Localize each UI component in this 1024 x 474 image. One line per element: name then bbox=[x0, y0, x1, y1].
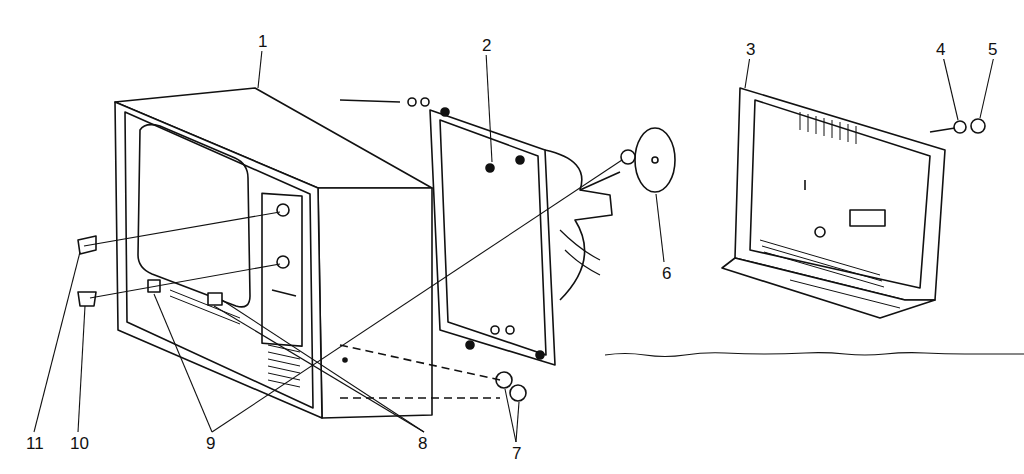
picture-tube bbox=[340, 98, 620, 365]
drawing-stroke bbox=[343, 358, 347, 362]
drawing-stroke bbox=[208, 293, 222, 305]
drawing-stroke bbox=[486, 164, 494, 172]
drawing-stroke bbox=[115, 102, 322, 418]
drawing-stroke bbox=[440, 120, 546, 355]
callout-number: 11 bbox=[24, 434, 46, 453]
drawing-stroke bbox=[621, 150, 635, 164]
drawing-stroke bbox=[816, 116, 817, 134]
callout-number: 3 bbox=[744, 40, 757, 59]
callout-number: 7 bbox=[510, 444, 523, 463]
small-parts bbox=[78, 119, 985, 401]
callout-number: 6 bbox=[660, 264, 673, 283]
drawing-stroke bbox=[656, 194, 664, 262]
drawing-stroke bbox=[212, 160, 622, 432]
drawing-stroke bbox=[268, 366, 300, 373]
drawing-stroke bbox=[824, 118, 825, 136]
callout-number: 10 bbox=[68, 434, 91, 453]
drawing-stroke bbox=[505, 389, 516, 442]
tear-line bbox=[605, 353, 1024, 357]
drawing-stroke bbox=[78, 306, 85, 432]
drawing-stroke bbox=[510, 385, 526, 401]
drawing-stroke bbox=[800, 112, 801, 130]
drawing-stroke bbox=[486, 52, 492, 162]
drawing-stroke bbox=[340, 100, 400, 102]
drawing-stroke bbox=[90, 264, 280, 298]
drawing-stroke bbox=[268, 352, 300, 359]
back-cover bbox=[722, 88, 945, 318]
drawing-stroke bbox=[808, 114, 809, 132]
drawing-stroke bbox=[441, 108, 449, 116]
drawing-stroke bbox=[318, 188, 432, 418]
drawing-stroke bbox=[804, 180, 806, 190]
drawing-stroke bbox=[262, 193, 302, 346]
drawing-stroke bbox=[340, 345, 500, 380]
callout-number: 4 bbox=[934, 40, 947, 59]
drawing-stroke bbox=[154, 294, 212, 432]
drawing-stroke bbox=[750, 100, 930, 288]
drawing-stroke bbox=[856, 126, 857, 144]
drawing-stroke bbox=[971, 119, 985, 133]
drawing-stroke bbox=[848, 124, 849, 142]
drawing-stroke bbox=[764, 252, 884, 287]
drawing-stroke bbox=[815, 227, 825, 237]
callout-number: 9 bbox=[204, 434, 217, 453]
drawing-stroke bbox=[762, 246, 882, 281]
drawing-stroke bbox=[930, 128, 955, 132]
drawing-stroke bbox=[430, 110, 555, 365]
drawing-stroke bbox=[272, 290, 296, 296]
leader-lines bbox=[34, 50, 994, 442]
drawing-stroke bbox=[850, 210, 885, 226]
drawing-stroke bbox=[268, 359, 300, 366]
drawing-stroke bbox=[466, 341, 474, 349]
cabinet bbox=[115, 88, 432, 418]
drawing-stroke bbox=[790, 280, 900, 308]
drawing-stroke bbox=[125, 112, 313, 408]
drawing-stroke bbox=[635, 128, 675, 192]
callout-number: 8 bbox=[416, 434, 429, 453]
drawing-stroke bbox=[277, 204, 289, 216]
drawing-stroke bbox=[832, 120, 833, 138]
drawing-stroke bbox=[34, 252, 80, 432]
drawing-stroke bbox=[421, 98, 429, 106]
drawing-stroke bbox=[258, 50, 262, 88]
drawing-stroke bbox=[170, 296, 240, 324]
drawing-stroke bbox=[545, 150, 612, 300]
drawing-stroke bbox=[214, 306, 424, 432]
drawing-stroke bbox=[84, 212, 280, 246]
drawing-stroke bbox=[536, 351, 544, 359]
callout-number: 1 bbox=[256, 32, 269, 51]
drawing-stroke bbox=[170, 290, 240, 318]
drawing-stroke bbox=[516, 402, 519, 442]
drawing-stroke bbox=[506, 326, 514, 334]
drawing-stroke bbox=[840, 122, 841, 140]
drawing-stroke bbox=[222, 300, 424, 432]
drawing-stroke bbox=[78, 292, 96, 306]
drawing-stroke bbox=[760, 112, 900, 308]
drawing-stroke bbox=[980, 56, 994, 118]
drawing-stroke bbox=[954, 121, 966, 133]
callout-number: 2 bbox=[480, 36, 493, 55]
drawing-stroke bbox=[516, 156, 524, 164]
drawing-stroke bbox=[408, 98, 416, 106]
drawing-stroke bbox=[943, 56, 958, 120]
drawing-stroke bbox=[722, 258, 935, 318]
drawing-stroke bbox=[340, 397, 500, 399]
drawing-stroke bbox=[491, 326, 499, 334]
drawing-stroke bbox=[652, 157, 658, 163]
callout-number: 5 bbox=[986, 40, 999, 59]
drawing-stroke bbox=[560, 230, 600, 275]
drawing-stroke bbox=[745, 56, 750, 88]
drawing-stroke bbox=[277, 256, 289, 268]
drawing-stroke bbox=[760, 240, 880, 275]
drawing-stroke bbox=[268, 380, 300, 387]
